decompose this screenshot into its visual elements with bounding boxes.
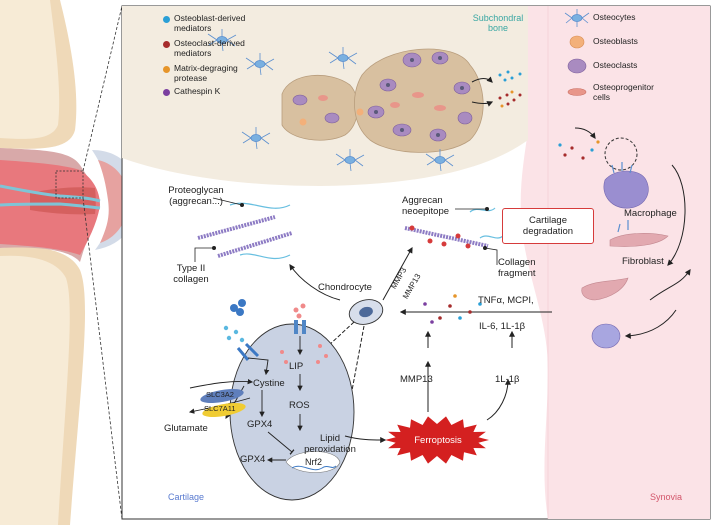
cell-legend-osteoprogenitor: Osteoprogenitor cells bbox=[593, 82, 654, 102]
region-synovia: Synovia bbox=[650, 492, 683, 502]
cell-legend-osteocytes: Osteocytes bbox=[593, 12, 636, 22]
label-slc3a2: SLC3A2 bbox=[206, 390, 234, 399]
label-chondrocyte: Chondrocyte bbox=[318, 282, 372, 293]
ferroptosis-cell bbox=[188, 299, 355, 501]
label-aggrecan-neoepitope: Aggrecan neoepitope bbox=[402, 195, 450, 217]
legend-label: Matrix-degraging protease bbox=[174, 63, 238, 83]
legend-item: Cathespin K bbox=[163, 86, 269, 97]
legend-item: Osteoblast-derived mediators bbox=[163, 13, 269, 34]
label-collagen-fragment: Collagen fragment bbox=[498, 257, 536, 279]
label-proteoglycan: Proteoglycan (aggrecan...) bbox=[168, 185, 224, 207]
label-glutamate: Glutamate bbox=[164, 423, 208, 434]
label-il1b: 1L-1β bbox=[495, 374, 520, 385]
legend-label: Cathespin K bbox=[174, 86, 221, 96]
label-lipid-peroxidation: Lipid peroxidation bbox=[304, 433, 356, 455]
label-fibroblast: Fibroblast bbox=[622, 256, 664, 267]
label-nrf2: Nrf2 bbox=[305, 457, 323, 467]
legend-swatch bbox=[163, 66, 170, 73]
legend-item: Osteoclast-derived mediators bbox=[163, 38, 269, 59]
label-cytokines-1: TNFα, MCPI, bbox=[478, 295, 534, 306]
cell-legend-osteoclasts: Osteoclasts bbox=[593, 60, 638, 70]
cartilage-degradation-label: Cartilage degradation bbox=[522, 214, 574, 237]
label-cytokines-2: IL-6, 1L-1β bbox=[479, 321, 526, 332]
ferroptosis-pathway bbox=[344, 330, 515, 464]
label-ros: ROS bbox=[289, 400, 310, 411]
legend-swatch bbox=[163, 89, 170, 96]
label-macrophage: Macrophage bbox=[624, 208, 677, 219]
region-cartilage: Cartilage bbox=[168, 492, 205, 502]
matrix-fibers bbox=[194, 197, 504, 265]
label-ferroptosis: Ferroptosis bbox=[414, 435, 462, 446]
label-gpx4-top: GPX4 bbox=[247, 419, 273, 430]
label-mmp13: MMP13 bbox=[400, 374, 433, 385]
synovia-cells bbox=[558, 127, 691, 349]
cell-legend-icons bbox=[564, 9, 590, 96]
cartilage-degradation-box: Cartilage degradation bbox=[502, 208, 594, 244]
joint-illustration bbox=[0, 0, 139, 526]
label-type2-collagen: Type II collagen bbox=[173, 263, 209, 285]
label-cystine: Cystine bbox=[253, 378, 285, 389]
legend-swatch bbox=[163, 16, 170, 23]
label-gpx4-bottom: GPX4 bbox=[240, 454, 266, 465]
legend-label: Osteoblast-derived mediators bbox=[174, 13, 246, 33]
label-lip: LIP bbox=[289, 361, 304, 372]
label-slc7a11: SLC7A11 bbox=[204, 404, 236, 413]
cell-legend-osteoblasts: Osteoblasts bbox=[593, 36, 638, 46]
region-subchondral: Subchondral bone bbox=[472, 13, 524, 34]
bone-tissue bbox=[281, 48, 522, 153]
legend-label: Osteoclast-derived mediators bbox=[174, 38, 245, 58]
osteocytes bbox=[207, 29, 455, 172]
legend-item: Matrix-degraging protease bbox=[163, 63, 269, 84]
legend-swatch bbox=[163, 41, 170, 48]
